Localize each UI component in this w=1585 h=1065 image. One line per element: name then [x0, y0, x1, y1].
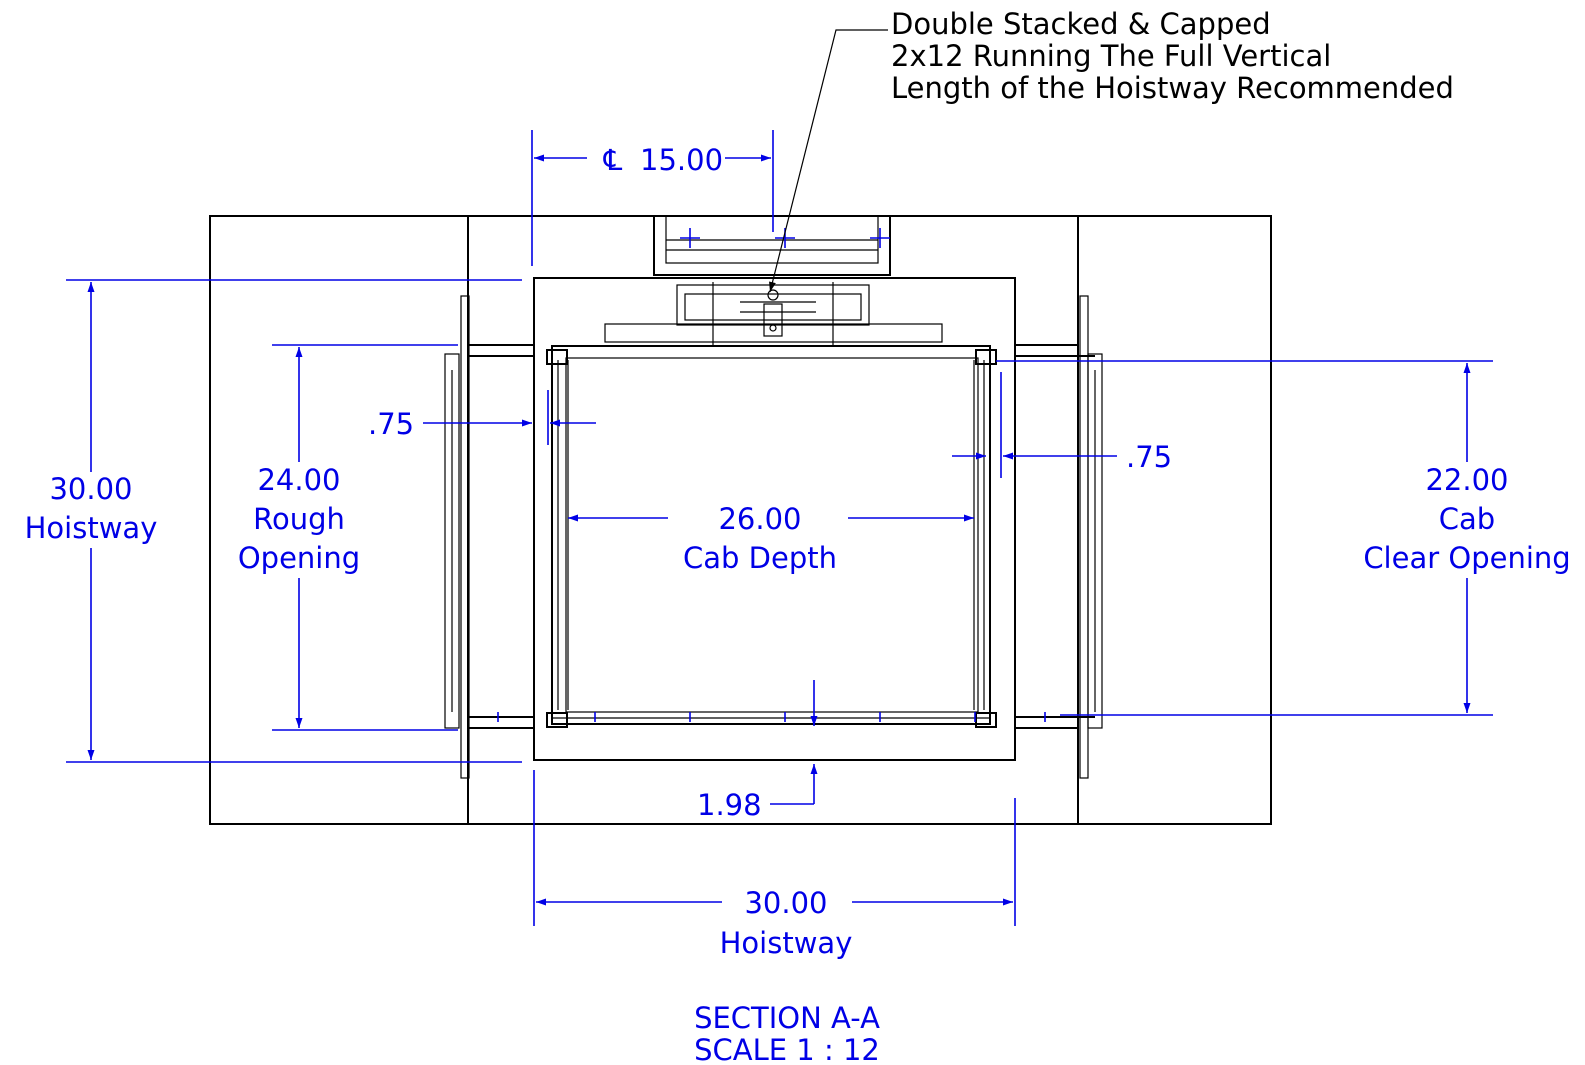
note-line-3: Length of the Hoistway Recommended [891, 71, 1454, 105]
rail-machine-frame [676, 284, 870, 326]
hoistway-bottom-label: Hoistway [720, 926, 853, 960]
rail-shoe [763, 303, 783, 337]
note-callout: Double Stacked & Capped 2x12 Running The… [769, 7, 1454, 293]
rough-opening-label-2: Opening [238, 541, 360, 575]
section-caption: SECTION A-A SCALE 1 : 12 [694, 1001, 880, 1065]
right-door-frame-outer [1079, 295, 1089, 779]
hoistway-bottom-value: 30.00 [744, 886, 827, 920]
hoistway-outline [533, 277, 1016, 761]
centerline-symbol: ℄ [603, 143, 623, 177]
hoistway-left-value: 30.00 [49, 472, 132, 506]
note-line-2: 2x12 Running The Full Vertical [891, 39, 1331, 73]
cab-depth-label: Cab Depth [683, 541, 837, 575]
rail-pin [769, 324, 777, 332]
dim-rough-opening: 24.00 Rough Opening [238, 344, 458, 731]
cab-corner-tl [546, 349, 568, 365]
gap-right-value: .75 [1126, 440, 1172, 474]
section-scale: SCALE 1 : 12 [694, 1033, 880, 1065]
note-line-1: Double Stacked & Capped [891, 7, 1271, 41]
cab-outer [551, 345, 991, 725]
dim-cab-depth: 26.00 Cab Depth [568, 502, 974, 575]
rough-opening-value: 24.00 [257, 463, 340, 497]
cab-clear-opening-label-2: Clear Opening [1363, 541, 1570, 575]
building-geometry [209, 215, 1272, 825]
gap-left-value: .75 [368, 407, 414, 441]
cab-clear-opening-label-1: Cab [1439, 502, 1495, 536]
right-door-panel [1087, 353, 1103, 729]
center-marks [497, 228, 1046, 722]
section-title: SECTION A-A [694, 1001, 880, 1035]
cab-depth-value: 26.00 [718, 502, 801, 536]
rail-machine-frame-inner [684, 293, 862, 321]
bottom-gap-value: 1.98 [697, 788, 762, 822]
rough-opening-label-1: Rough [253, 502, 345, 536]
left-door-frame-outer [460, 295, 470, 779]
cab-corner-tr [975, 349, 997, 365]
hoistway-left-label: Hoistway [25, 511, 158, 545]
cab-corner-br [975, 712, 997, 728]
dim-gap-left: .75 [368, 390, 596, 445]
cab-clear-opening-value: 22.00 [1425, 463, 1508, 497]
dim-gap-right: .75 [952, 372, 1172, 478]
cab-inner [565, 357, 979, 713]
dim-centerline: ℄ 15.00 [531, 130, 774, 266]
dim-hoistway-left: 30.00 Hoistway [25, 279, 522, 763]
rail-roller [767, 289, 779, 301]
centerline-value: 15.00 [640, 143, 723, 177]
note-leader [769, 29, 888, 293]
dim-cab-clear-opening: 22.00 Cab Clear Opening [996, 360, 1571, 716]
dim-bottom-gap: 1.98 [697, 680, 818, 822]
cab-corner-bl [546, 712, 568, 728]
rail-bracket-base [604, 323, 943, 343]
left-door-panel [444, 353, 460, 729]
dim-hoistway-bottom: 30.00 Hoistway [533, 770, 1016, 960]
